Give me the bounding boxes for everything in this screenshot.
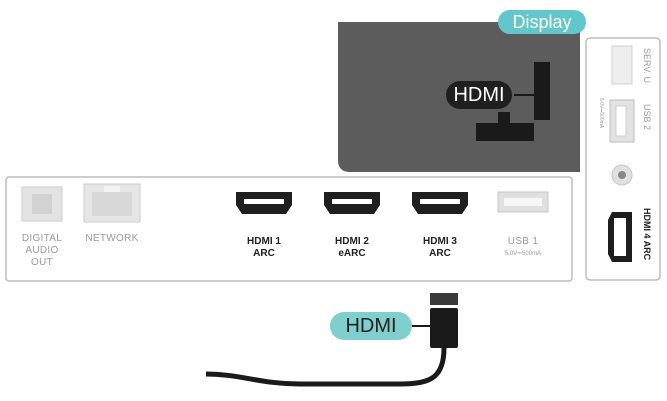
- hdmi3-label-line-2: ARC: [429, 248, 451, 259]
- hdmi2-port-slot: [332, 199, 372, 204]
- serv-u-port: [611, 45, 633, 85]
- usb1-label: USB 1: [507, 236, 539, 247]
- cable-hdmi-callout: HDMI: [330, 312, 412, 340]
- hdmi2-label: HDMI 2 eARC: [322, 236, 382, 260]
- tv-hdmi-plug-body: [476, 123, 534, 141]
- hdmi-cable: [205, 347, 447, 387]
- network-port-notch: [104, 186, 120, 192]
- hdmi4-label: HDMI 4 ARC: [642, 208, 652, 261]
- network-port-socket: [92, 192, 132, 216]
- display-callout: Display: [498, 10, 586, 34]
- tv-hdmi-plug-stem: [534, 62, 550, 120]
- hdmi2-label-line-1: HDMI 2: [335, 236, 369, 247]
- usb1-port-slot: [504, 198, 542, 206]
- hdmi1-label: HDMI 1 ARC: [234, 236, 294, 260]
- usb2-rating: 5.0V⎓500mA: [598, 98, 604, 129]
- serv-u-label: SERV. U: [642, 48, 652, 84]
- headphone-jack-hole: [618, 171, 626, 179]
- hdmi3-label-line-1: HDMI 3: [423, 236, 457, 247]
- digital-audio-out-label: DIGITAL AUDIO OUT: [14, 233, 70, 269]
- usb2-label: USB 2: [642, 104, 652, 131]
- side-port-panel: [585, 37, 661, 281]
- digital-audio-out-line-3: OUT: [30, 257, 53, 268]
- network-label: NETWORK: [85, 233, 139, 244]
- hdmi4-port-slot: [614, 218, 626, 256]
- hdmi1-label-line-1: HDMI 1: [247, 236, 281, 247]
- tv-hdmi-plug-tip: [498, 112, 510, 124]
- digital-audio-out-port: [21, 186, 63, 222]
- usb2-port-slot: [615, 105, 627, 137]
- digital-audio-out-line-1: DIGITAL: [21, 233, 63, 244]
- cable-hdmi-plug-tip: [428, 291, 460, 307]
- digital-audio-out-socket: [32, 194, 52, 214]
- hdmi3-label: HDMI 3 ARC: [410, 236, 470, 260]
- hdmi3-port-slot: [420, 199, 460, 204]
- cable-hdmi-plug-body: [430, 308, 458, 348]
- digital-audio-out-line-2: AUDIO: [25, 245, 59, 256]
- hdmi2-label-line-2: eARC: [338, 248, 366, 259]
- hdmi1-label-line-2: ARC: [253, 248, 275, 259]
- usb1-rating: 5.0V⎓500mA: [504, 251, 542, 257]
- tv-hdmi-callout: HDMI: [446, 81, 512, 109]
- hdmi1-port-slot: [244, 199, 284, 204]
